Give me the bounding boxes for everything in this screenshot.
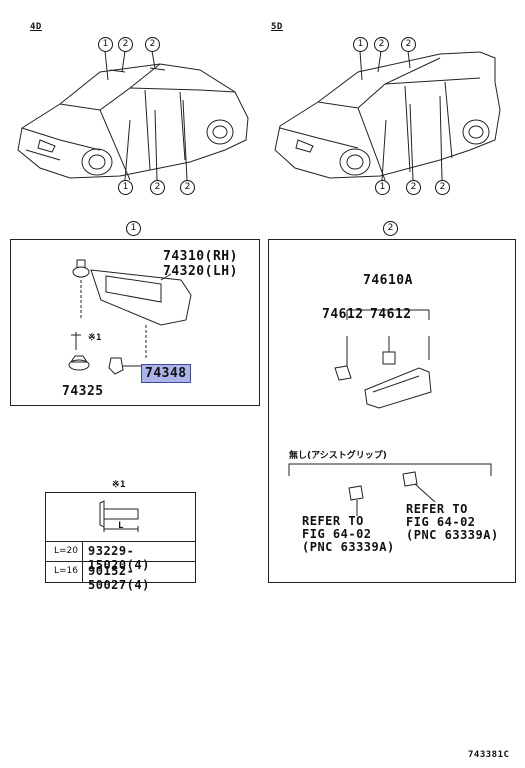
callout-1: 1 [375, 180, 390, 195]
section-1-panel [10, 239, 260, 406]
part-74612-b: 74612 [370, 307, 412, 322]
callout-2: 2 [406, 180, 421, 195]
bolt-row-1-length: L=20 [54, 546, 79, 556]
bolt-row-2-part: 90152-50027(4) [88, 564, 150, 592]
refer-left: REFER TO FIG 64-02 (PNC 63339A) [302, 515, 395, 554]
section-2-marker: 2 [383, 221, 398, 236]
bolt-length-label: L [118, 521, 124, 531]
bolt-table: L L=20 93229-15020(4) L=16 90152-50027(4… [45, 492, 196, 592]
part-74612-a: 74612 [322, 307, 364, 322]
callout-2: 2 [118, 37, 133, 52]
note-mark-1: ※1 [88, 333, 102, 343]
callout-2: 2 [374, 37, 389, 52]
no-assist-grip-note: 無し(アシストグリップ) [289, 451, 387, 461]
callout-2: 2 [401, 37, 416, 52]
callout-1: 1 [353, 37, 368, 52]
part-74320-lh: 74320(LH) [163, 264, 238, 279]
callout-1: 1 [118, 180, 133, 195]
part-74310-rh: 74310(RH) [163, 249, 238, 264]
section-2-panel [268, 239, 516, 583]
refer-left-line-3: (PNC 63339A) [302, 540, 395, 554]
label-4d: 4D [30, 22, 42, 32]
refer-right-line-3: (PNC 63339A) [406, 528, 499, 542]
assist-grip-drawing [288, 309, 492, 516]
refer-left-line-1: REFER TO [302, 514, 364, 528]
refer-left-line-2: FIG 64-02 [302, 527, 372, 541]
refer-right-line-1: REFER TO [406, 502, 468, 516]
bolt-row-2-length: L=16 [54, 566, 79, 576]
bolt-drawing [99, 500, 139, 532]
sun-visor-drawing [68, 259, 192, 375]
part-74325: 74325 [62, 384, 104, 399]
bolt-table-mark: ※1 [112, 480, 126, 490]
callout-1: 1 [98, 37, 113, 52]
label-5d: 5D [271, 22, 283, 32]
refer-right-line-2: FIG 64-02 [406, 515, 476, 529]
callout-2: 2 [180, 180, 195, 195]
part-74348[interactable]: 74348 [141, 364, 191, 383]
callout-2: 2 [150, 180, 165, 195]
bolt-row-1-part: 93229-15020(4) [88, 544, 150, 572]
callout-2: 2 [145, 37, 160, 52]
callout-2: 2 [435, 180, 450, 195]
refer-right: REFER TO FIG 64-02 (PNC 63339A) [406, 503, 499, 542]
section-1-marker: 1 [126, 221, 141, 236]
diagram-code: 743381C [468, 750, 510, 760]
part-74610a: 74610A [363, 273, 413, 288]
